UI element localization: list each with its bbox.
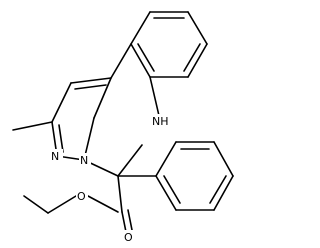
ester-group [23,175,133,233]
bond [117,175,123,213]
label-mask [123,230,135,244]
double-bond [183,43,201,72]
bond [93,77,112,119]
bond [70,77,112,84]
bond [117,144,143,177]
label-mask [51,149,63,163]
label-mask [76,189,88,203]
bond [187,43,208,78]
methyl-bond [12,121,53,131]
label-mask [79,153,91,167]
bond [130,43,151,78]
bond [213,175,234,211]
central-ring [83,43,161,177]
bond [87,195,119,213]
bond [213,141,234,177]
atom-labels: N N NH O O [51,114,172,244]
bond [51,82,72,123]
atom-label-nh: NH [152,115,169,128]
atom-label-n-bridge: N [80,154,88,167]
bond [47,195,77,214]
bond [149,76,161,121]
benzo-ring [130,11,208,78]
double-bond [209,175,227,204]
double-bond [74,84,107,90]
double-bond [121,211,127,233]
molecule-structure-diagram: N N NH O O [12,11,234,244]
bond [155,141,177,177]
bond [187,11,208,45]
atom-label-o-carbonyl: O [124,231,133,244]
bond [110,43,132,79]
bond [130,11,151,45]
pyrazole-ring [12,77,112,161]
double-bond [163,175,181,204]
label-mask [150,114,172,128]
double-bond [127,209,133,231]
phenyl-ring [117,141,234,211]
bond [155,175,177,211]
double-bond [58,124,64,153]
atom-label-n-ring: N [51,150,59,163]
atom-label-o-ester: O [77,190,86,203]
bond [23,195,49,214]
double-bond [137,43,155,72]
